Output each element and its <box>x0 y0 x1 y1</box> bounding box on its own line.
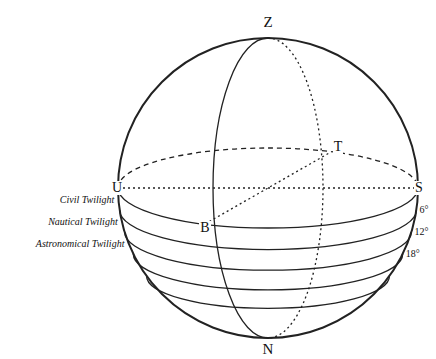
point-label: B <box>199 221 210 235</box>
zenith-label: Z <box>263 15 272 30</box>
point-label: T <box>333 140 344 154</box>
twilight-circle <box>125 232 412 270</box>
twilight-label: Civil Twilight <box>60 195 115 205</box>
horizon-front <box>118 188 418 228</box>
meridian-front <box>213 38 268 338</box>
twilight-label: Nautical Twilight <box>48 217 118 227</box>
sphere-outline <box>118 38 418 338</box>
horizon-back <box>118 148 418 188</box>
nadir-label: N <box>263 342 274 357</box>
twilight-circle <box>147 276 390 308</box>
point-label: S <box>414 181 424 195</box>
degree-label: 12° <box>414 227 428 237</box>
east-west-line <box>118 187 418 188</box>
degree-label: 6° <box>419 205 428 215</box>
degree-label: 18° <box>406 249 420 259</box>
meridian-back <box>268 38 323 338</box>
north-south-line <box>205 152 331 224</box>
twilight-label: Astronomical Twilight <box>36 239 125 249</box>
twilight-circle <box>120 210 417 250</box>
twilight-circles <box>120 210 417 308</box>
twilight-circle <box>133 254 402 290</box>
point-label: U <box>111 181 123 195</box>
